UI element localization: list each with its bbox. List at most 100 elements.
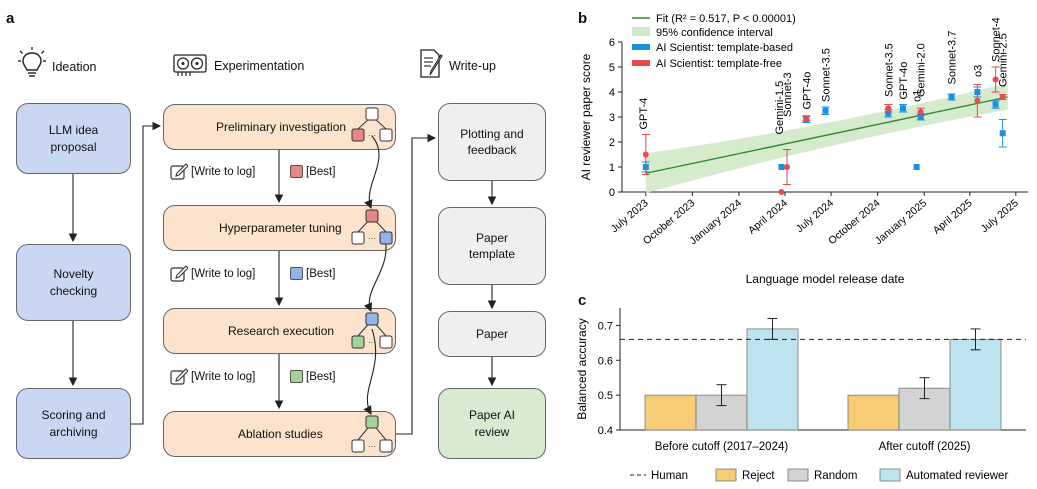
model-label: Sonnet-3.5 (883, 43, 895, 97)
template-free-point (885, 105, 892, 112)
model-label: Sonnet-3.5 (821, 48, 833, 102)
bar-reject (847, 394, 900, 431)
write-log-pencil-icon (170, 368, 188, 385)
panel-a-letter: a (6, 10, 15, 27)
legend-template-free-swatch (632, 60, 650, 66)
y-tick-label: 0.6 (598, 355, 613, 367)
legend-human-label: Human (651, 470, 688, 482)
legend-swatch (715, 468, 737, 482)
template-free-point (642, 151, 649, 158)
gpu-icon (173, 54, 207, 76)
panel-a-connectors: ··· ··· ··· ··· (68, 107, 497, 453)
model-label: o3 (972, 65, 984, 77)
svg-text:···: ··· (368, 131, 376, 140)
model-label: Sonnet-3 (782, 72, 794, 117)
best-swatch-2 (290, 267, 303, 280)
write-log-pencil-icon (170, 163, 188, 180)
model-label: GPT-4o (801, 72, 813, 110)
template-based-point (778, 164, 785, 170)
preliminary-investigation-box: Preliminary investigation (163, 104, 396, 150)
bar-reject (644, 394, 697, 431)
best-swatch-3 (290, 370, 303, 383)
template-free-point (784, 164, 791, 170)
panel-b-letter: b (578, 10, 588, 27)
bar-automated-reviewer (746, 328, 799, 431)
scoring-archiving-box: Scoring and archiving (16, 388, 131, 459)
model-label: o1 (912, 90, 924, 102)
document-pen-icon (420, 49, 443, 78)
paper-ai-review-box: Paper AI review (438, 388, 546, 459)
y-axis-label: AI reviewer paper score (579, 53, 593, 180)
template-based-point (948, 94, 955, 100)
x-tick-label: January 2024 (687, 197, 744, 247)
write-to-log-label-2: [Write to log] (191, 268, 256, 280)
hyperparameter-tuning-box: Hyperparameter tuning (163, 205, 396, 251)
template-free-point (917, 109, 924, 115)
research-execution-label: Research execution (228, 323, 335, 338)
y-axis-label: Balanced accuracy (575, 318, 589, 419)
x-tick-label: July 2025 (979, 197, 1021, 235)
confidence-band (645, 83, 1008, 194)
model-label: Gemini-2.0 (916, 43, 928, 97)
template-free-point (992, 76, 999, 83)
svg-text:···: ··· (368, 338, 376, 347)
y-tick-label: 5 (609, 62, 615, 74)
template-based-point (992, 101, 999, 108)
template-based-point (999, 130, 1006, 137)
y-tick-label: 4 (609, 87, 615, 99)
template-based-point (917, 114, 924, 120)
legend-swatch (879, 468, 901, 482)
legend-template-based-swatch (632, 44, 650, 50)
legend-ci-swatch (632, 27, 650, 36)
x-tick-label: April 2024 (746, 197, 790, 237)
write-to-log-label-1: [Write to log] (191, 166, 256, 178)
legend-label: Reject (742, 470, 775, 482)
model-label: GPT-4o (898, 62, 910, 100)
legend-template-free-label: AI Scientist: template-free (656, 58, 782, 70)
paper-template-box: Paper template (438, 207, 546, 285)
legend-fit-label: Fit (R² = 0.517, P < 0.00001) (656, 13, 796, 25)
ablation-studies-label: Ablation studies (238, 426, 323, 441)
model-label: Sonnet-3.7 (947, 31, 959, 85)
panel-c-letter: c (578, 292, 587, 309)
svg-text:···: ··· (368, 234, 376, 243)
writeup-title: Write-up (449, 59, 497, 73)
best-label-3: [Best] (306, 371, 336, 383)
legend-ci-label: 95% confidence interval (656, 27, 773, 39)
best-swatch-1 (290, 165, 303, 178)
x-tick-label: April 2025 (931, 197, 975, 237)
y-tick-label: 0.7 (598, 320, 613, 332)
svg-text:···: ··· (368, 442, 376, 451)
model-label: Gemini-1.5 (774, 81, 786, 135)
y-tick-label: 6 (609, 37, 615, 49)
x-tick-label: July 2023 (609, 197, 651, 235)
legend-template-based-label: AI Scientist: template-based (656, 42, 793, 54)
ideation-title: Ideation (52, 60, 97, 74)
template-based-point (913, 164, 920, 170)
fit-line (645, 96, 1008, 174)
bar-automated-reviewer (949, 338, 1002, 431)
y-tick-label: 0 (609, 187, 615, 199)
template-free-point (778, 189, 785, 195)
template-based-point (885, 110, 892, 117)
llm-idea-proposal-box: LLM idea proposal (16, 103, 131, 174)
x-tick-label: January 2025 (873, 197, 930, 247)
category-label: After cutoff (2025) (879, 441, 971, 453)
y-tick-label: 0.5 (598, 390, 613, 402)
y-tick-label: 3 (609, 112, 615, 124)
write-to-log-label-3: [Write to log] (191, 371, 256, 383)
y-tick-label: 2 (609, 137, 615, 149)
preliminary-investigation-label: Preliminary investigation (216, 119, 347, 134)
y-tick-label: 0.4 (598, 425, 613, 437)
template-free-point (803, 115, 810, 122)
model-label: Gemini-2.5 (998, 33, 1010, 87)
template-free-point (999, 94, 1006, 100)
experimentation-title: Experimentation (214, 59, 305, 73)
best-label-2: [Best] (306, 268, 336, 280)
plotting-feedback-box: Plotting and feedback (438, 103, 546, 181)
legend-swatch (787, 468, 809, 482)
x-axis-label: Language model release date (746, 272, 905, 286)
category-label: Before cutoff (2017–2024) (655, 441, 789, 453)
